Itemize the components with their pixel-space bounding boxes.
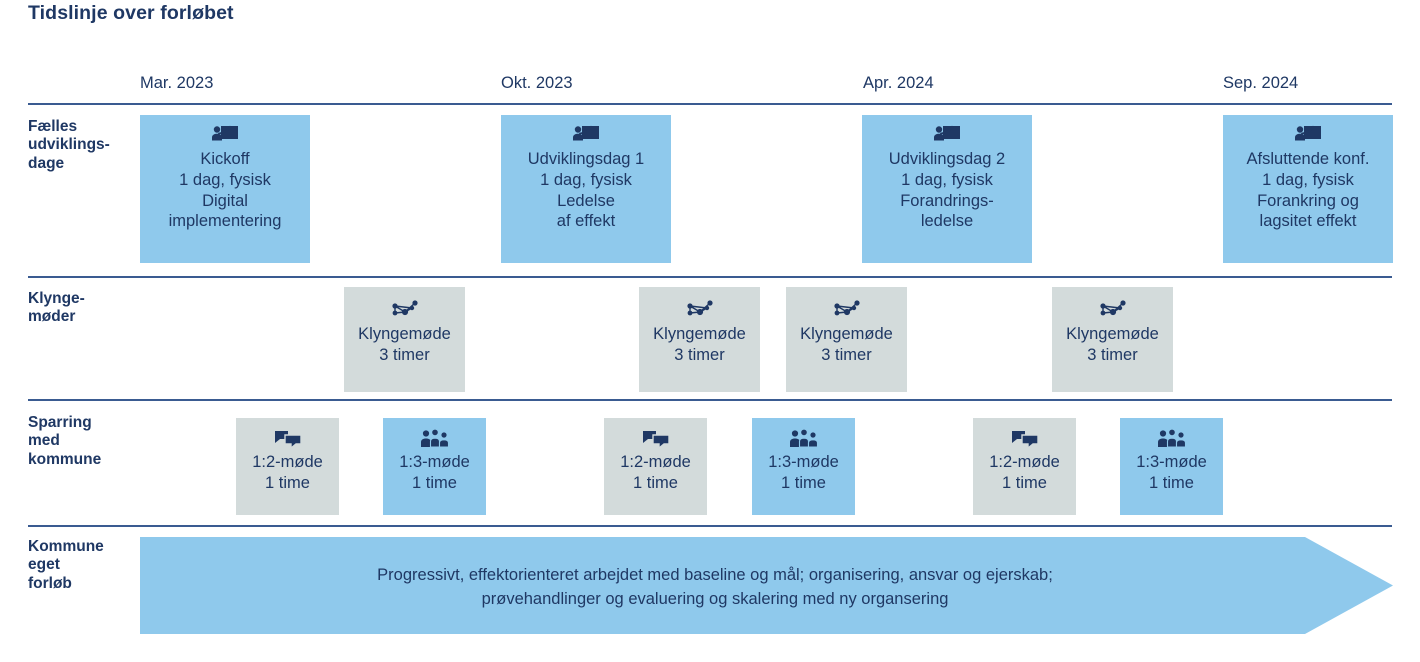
chat-bubbles-icon [1010, 429, 1040, 450]
card-text: 1:2-møde 1 time [252, 453, 323, 492]
card-udviklingsdag-1[interactable]: Udviklingsdag 1 1 dag, fysisk Ledelse af… [501, 115, 671, 263]
presentation-board-icon [1293, 124, 1323, 146]
card-text: Klyngemøde 3 timer [800, 325, 893, 364]
row-label-sparring-med-kommune: Sparring med kommune [28, 414, 102, 468]
card-udviklingsdag-2[interactable]: Udviklingsdag 2 1 dag, fysisk Forandring… [862, 115, 1032, 263]
card-klyngemoede-2[interactable]: Klyngemøde 3 timer [639, 287, 760, 392]
kommune-eget-forloeb-arrow[interactable]: Progressivt, effektorienteret arbejdet m… [140, 537, 1393, 634]
row-label-klyngemoeder: Klynge- møder [28, 290, 85, 326]
divider-row3 [28, 525, 1392, 527]
chat-bubbles-icon [273, 429, 303, 450]
card-text: Udviklingsdag 2 1 dag, fysisk Forandring… [888, 150, 1006, 231]
card-text: 1:2-møde 1 time [989, 453, 1060, 492]
card-text: Klyngemøde 3 timer [653, 325, 746, 364]
card-text: Kickoff 1 dag, fysisk Digital implemente… [168, 150, 282, 231]
presentation-board-icon [210, 124, 240, 146]
page-title: Tidslinje over forløbet [28, 2, 234, 24]
people-group-icon [788, 429, 820, 449]
card-klyngemoede-4[interactable]: Klyngemøde 3 timer [1052, 287, 1173, 392]
network-nodes-icon [390, 299, 420, 321]
card-1-2-moede-1[interactable]: 1:2-møde 1 time [236, 418, 339, 515]
card-text: 1:3-møde 1 time [768, 453, 839, 492]
card-kickoff[interactable]: Kickoff 1 dag, fysisk Digital implemente… [140, 115, 310, 263]
card-1-3-moede-1[interactable]: 1:3-møde 1 time [383, 418, 486, 515]
network-nodes-icon [832, 299, 862, 321]
arrow-text: Progressivt, effektorienteret arbejdet m… [377, 566, 1053, 608]
date-header-mar-2023: Mar. 2023 [140, 74, 214, 92]
date-header-apr-2024: Apr. 2024 [863, 74, 934, 92]
card-text: 1:3-møde 1 time [1136, 453, 1207, 492]
card-klyngemoede-3[interactable]: Klyngemøde 3 timer [786, 287, 907, 392]
arrow-shape-icon [140, 537, 1393, 634]
card-text: 1:2-møde 1 time [620, 453, 691, 492]
card-text: 1:3-møde 1 time [399, 453, 470, 492]
presentation-board-icon [932, 124, 962, 146]
card-1-2-moede-2[interactable]: 1:2-møde 1 time [604, 418, 707, 515]
network-nodes-icon [685, 299, 715, 321]
card-klyngemoede-1[interactable]: Klyngemøde 3 timer [344, 287, 465, 392]
people-group-icon [1156, 429, 1188, 449]
network-nodes-icon [1098, 299, 1128, 321]
card-1-2-moede-3[interactable]: 1:2-møde 1 time [973, 418, 1076, 515]
card-text: Afsluttende konf. 1 dag, fysisk Forankri… [1246, 150, 1370, 231]
date-header-okt-2023: Okt. 2023 [501, 74, 573, 92]
card-afsluttende-konference[interactable]: Afsluttende konf. 1 dag, fysisk Forankri… [1223, 115, 1393, 263]
row-label-kommune-eget-forloeb: Kommune eget forløb [28, 538, 104, 592]
presentation-board-icon [571, 124, 601, 146]
card-text: Klyngemøde 3 timer [1066, 325, 1159, 364]
card-1-3-moede-2[interactable]: 1:3-møde 1 time [752, 418, 855, 515]
divider-row1 [28, 276, 1392, 278]
card-1-3-moede-3[interactable]: 1:3-møde 1 time [1120, 418, 1223, 515]
divider-row2 [28, 399, 1392, 401]
row-label-faelles-udviklingsdage: Fælles udviklings- dage [28, 118, 110, 172]
card-text: Udviklingsdag 1 1 dag, fysisk Ledelse af… [527, 150, 645, 231]
date-header-sep-2024: Sep. 2024 [1223, 74, 1299, 92]
divider-top [28, 103, 1392, 105]
people-group-icon [419, 429, 451, 449]
chat-bubbles-icon [641, 429, 671, 450]
card-text: Klyngemøde 3 timer [358, 325, 451, 364]
